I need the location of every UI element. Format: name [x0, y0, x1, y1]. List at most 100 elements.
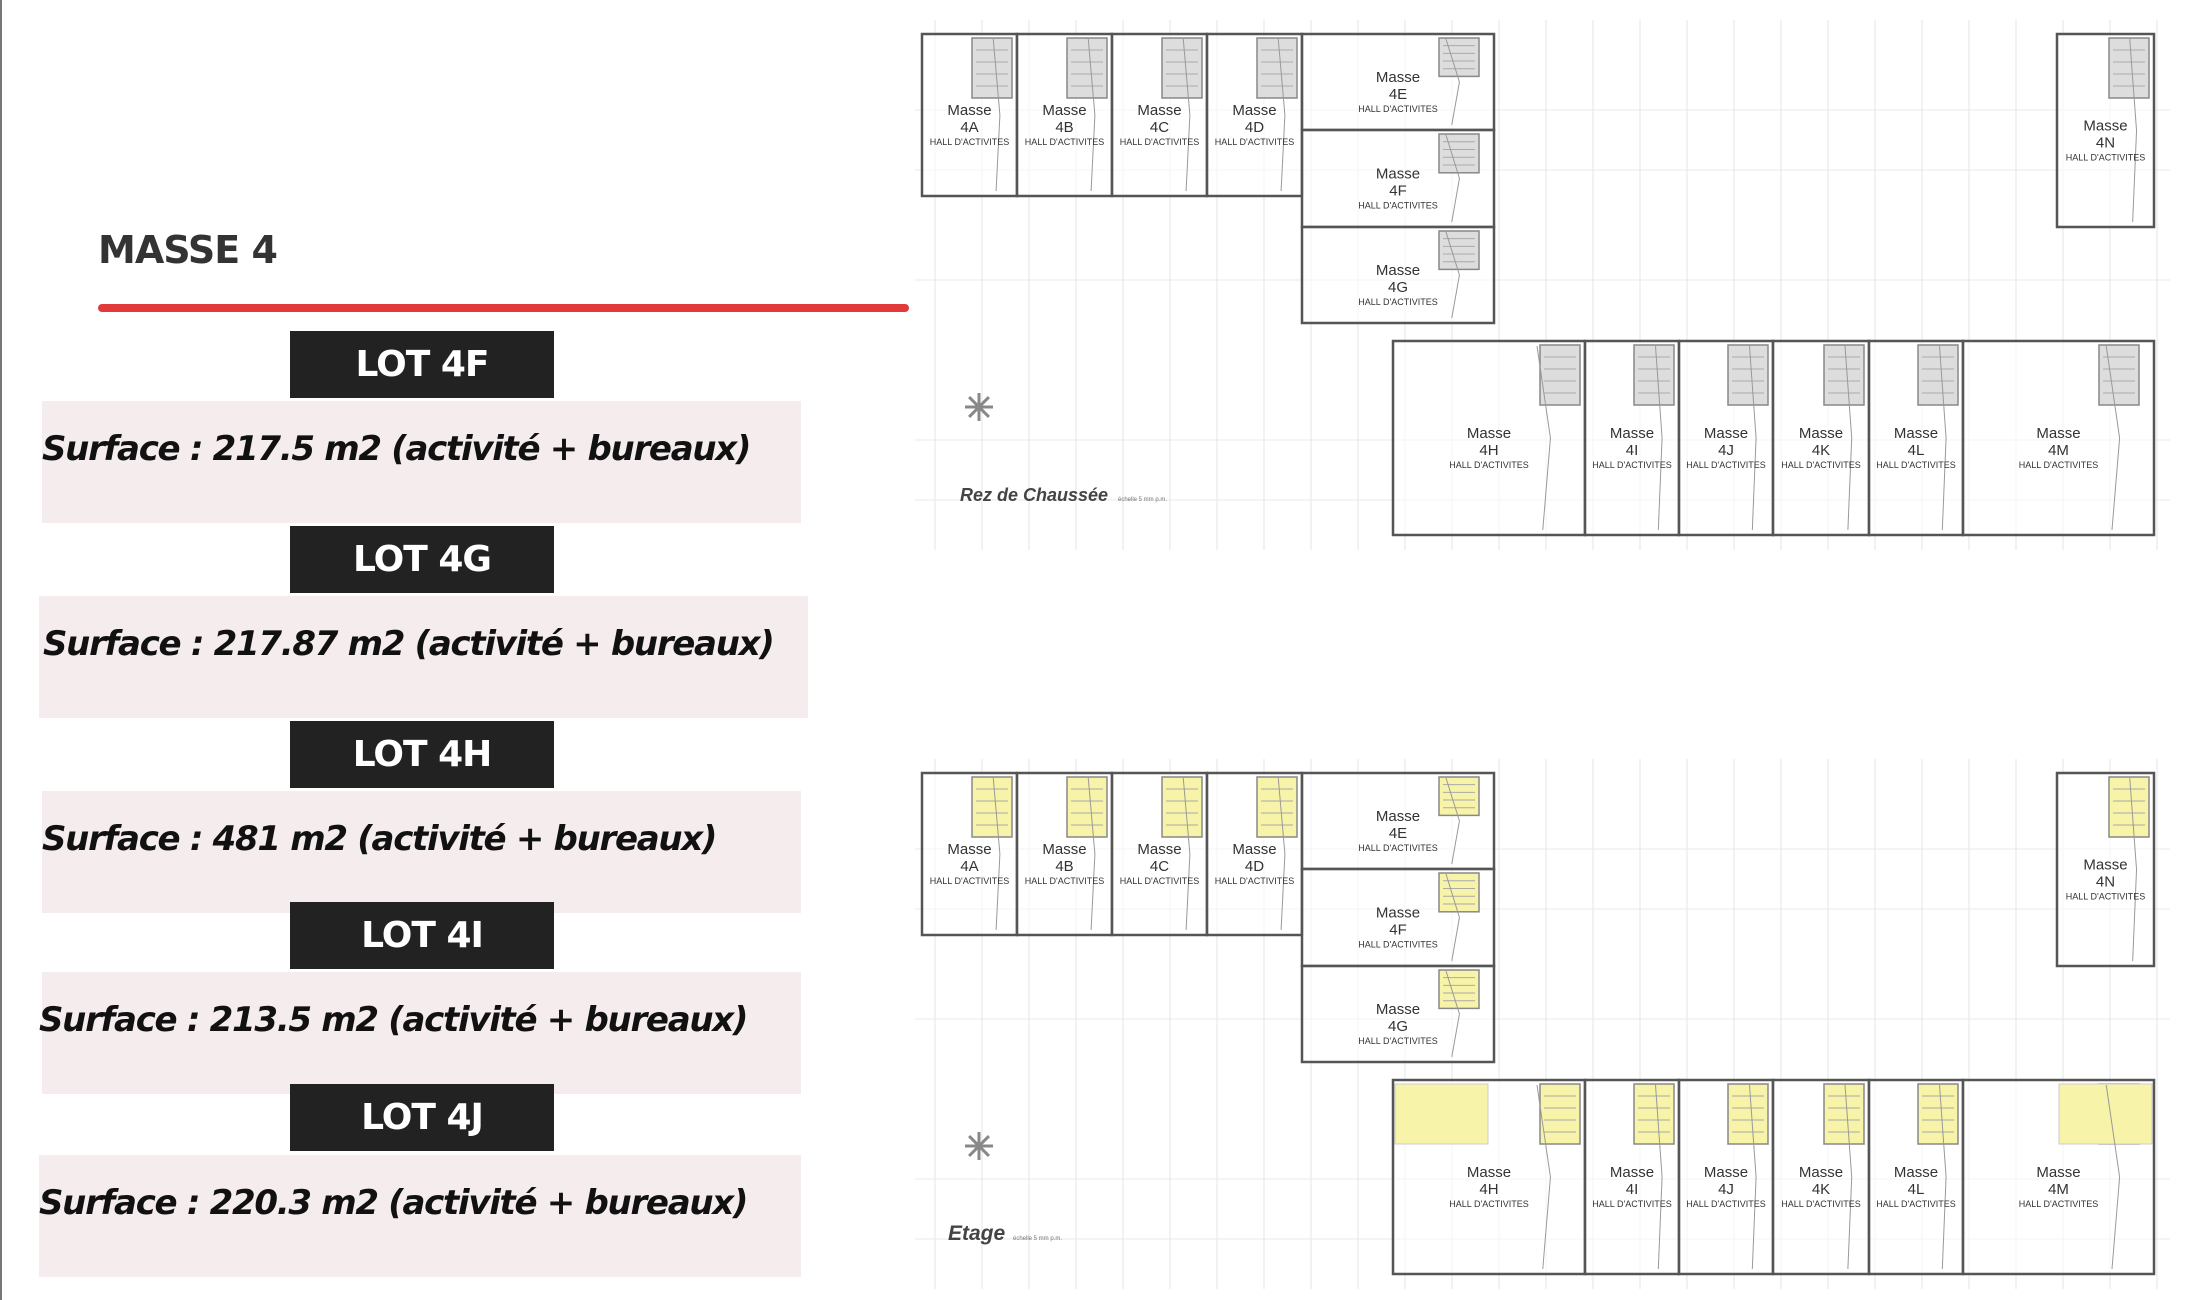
surface-text: Surface : 217.87 m2 (activité + bureaux) [43, 624, 775, 664]
stair-core [1256, 37, 1298, 99]
unit-id: 4J [1718, 442, 1734, 459]
unit-hall-label: HALL D'ACTIVITES [1358, 843, 1437, 853]
mezzanine-area [1438, 872, 1480, 913]
compass-icon [965, 393, 993, 421]
mezzanine-area [1394, 1083, 1489, 1145]
unit-word: Masse [1376, 166, 1420, 183]
surface-panel-4f: Surface : 217.5 m2 (activité + bureaux) [42, 401, 801, 523]
unit-hall-label: HALL D'ACTIVITES [2066, 153, 2145, 163]
mezzanine-area [1727, 1083, 1769, 1145]
unit-id: 4N [2096, 135, 2115, 152]
stair-core [1161, 37, 1203, 99]
surface-text: Surface : 481 m2 (activité + bureaux) [42, 819, 717, 859]
unit-hall-label: HALL D'ACTIVITES [1358, 201, 1437, 211]
stair-core [1066, 37, 1108, 99]
unit-word: Masse [2083, 857, 2127, 874]
unit-hall-label: HALL D'ACTIVITES [1120, 137, 1199, 147]
mezzanine-area [1066, 776, 1108, 838]
plan-title: Etage [948, 1222, 1006, 1245]
unit-id: 4N [2096, 874, 2115, 891]
unit-word: Masse [1376, 1001, 1420, 1018]
stair-core [1438, 230, 1480, 271]
unit-id: 4G [1388, 279, 1408, 296]
unit-hall-label: HALL D'ACTIVITES [1358, 940, 1437, 950]
unit-id: 4K [1812, 442, 1830, 459]
unit-word: Masse [2036, 425, 2080, 442]
unit-word: Masse [1610, 425, 1654, 442]
unit-word: Masse [1376, 808, 1420, 825]
unit-word: Masse [1376, 262, 1420, 279]
stair-core [1823, 344, 1865, 406]
unit-hall-label: HALL D'ACTIVITES [1215, 876, 1294, 886]
unit-id: 4A [960, 119, 978, 136]
unit-hall-label: HALL D'ACTIVITES [1686, 1199, 1765, 1209]
unit-word: Masse [1799, 1164, 1843, 1181]
unit-hall-label: HALL D'ACTIVITES [2066, 892, 2145, 902]
unit-hall-label: HALL D'ACTIVITES [1025, 137, 1104, 147]
unit-word: Masse [1042, 102, 1086, 119]
unit-hall-label: HALL D'ACTIVITES [1025, 876, 1104, 886]
unit-hall-label: HALL D'ACTIVITES [930, 137, 1009, 147]
unit-hall-label: HALL D'ACTIVITES [1358, 104, 1437, 114]
unit-hall-label: HALL D'ACTIVITES [1781, 460, 1860, 470]
mezzanine-area [1161, 776, 1203, 838]
lot-label-4i: LOT 4I [290, 902, 554, 969]
unit-word: Masse [1467, 425, 1511, 442]
unit-hall-label: HALL D'ACTIVITES [1358, 1036, 1437, 1046]
stair-core [1438, 133, 1480, 174]
unit-hall-label: HALL D'ACTIVITES [1876, 460, 1955, 470]
unit-word: Masse [1137, 102, 1181, 119]
unit-id: 4J [1718, 1181, 1734, 1198]
lot-label-4f: LOT 4F [290, 331, 554, 398]
plan-scale: échelle 5 mm p.m. [1118, 497, 1167, 503]
unit-id: 4C [1150, 858, 1169, 875]
unit-hall-label: HALL D'ACTIVITES [1592, 1199, 1671, 1209]
plan-scale: échelle 5 mm p.m. [1013, 1236, 1062, 1242]
unit-id: 4E [1389, 86, 1407, 103]
surface-panel-4i: Surface : 213.5 m2 (activité + bureaux) [39, 972, 801, 1094]
unit-id: 4H [1479, 442, 1498, 459]
unit-hall-label: HALL D'ACTIVITES [1449, 1199, 1528, 1209]
lot-label-4h: LOT 4H [290, 721, 554, 788]
mezzanine-area [1917, 1083, 1959, 1145]
unit-id: 4G [1388, 1018, 1408, 1035]
mezzanine-area [2058, 1083, 2153, 1145]
title-underline [98, 304, 909, 312]
unit-id: 4F [1389, 922, 1407, 939]
surface-text: Surface : 213.5 m2 (activité + bureaux) [39, 1000, 748, 1040]
unit-word: Masse [1376, 905, 1420, 922]
unit-word: Masse [947, 102, 991, 119]
stair-core [1727, 344, 1769, 406]
unit-hall-label: HALL D'ACTIVITES [1215, 137, 1294, 147]
unit-word: Masse [1799, 425, 1843, 442]
unit-hall-label: HALL D'ACTIVITES [1781, 1199, 1860, 1209]
unit-id: 4D [1245, 119, 1264, 136]
unit-word: Masse [1232, 102, 1276, 119]
surface-text: Surface : 217.5 m2 (activité + bureaux) [42, 429, 751, 469]
surface-text: Surface : 220.3 m2 (activité + bureaux) [39, 1183, 748, 1223]
unit-hall-label: HALL D'ACTIVITES [1449, 460, 1528, 470]
plan-title: Rez de Chaussée [960, 485, 1108, 505]
unit-hall-label: HALL D'ACTIVITES [1592, 460, 1671, 470]
